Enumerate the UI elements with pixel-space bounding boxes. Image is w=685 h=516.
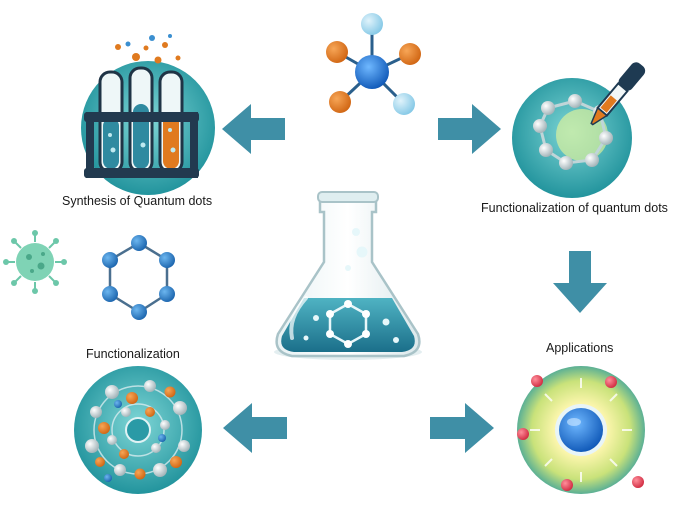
label-applications: Applications	[546, 341, 614, 355]
label-functionalization-qd: Functionalization of quantum dots	[481, 201, 668, 215]
test-tube-rack-icon	[81, 34, 215, 195]
arrow-down-right	[553, 251, 607, 313]
nanoparticle-cluster-icon	[74, 366, 202, 494]
label-synthesis: Synthesis of Quantum dots	[62, 194, 213, 208]
arrow-right-bottom	[430, 403, 494, 453]
dropper-molecule-icon	[512, 62, 646, 198]
molecule-icon	[326, 13, 421, 115]
flask-icon	[274, 191, 422, 360]
glowing-sphere-icon	[517, 366, 645, 494]
label-functionalization: Functionalization	[86, 347, 180, 361]
arrow-left-top	[222, 104, 285, 154]
arrow-right-top	[438, 104, 501, 154]
virus-icon	[3, 230, 67, 294]
arrow-left-bottom	[223, 403, 287, 453]
hexagon-ring-icon	[102, 235, 175, 320]
